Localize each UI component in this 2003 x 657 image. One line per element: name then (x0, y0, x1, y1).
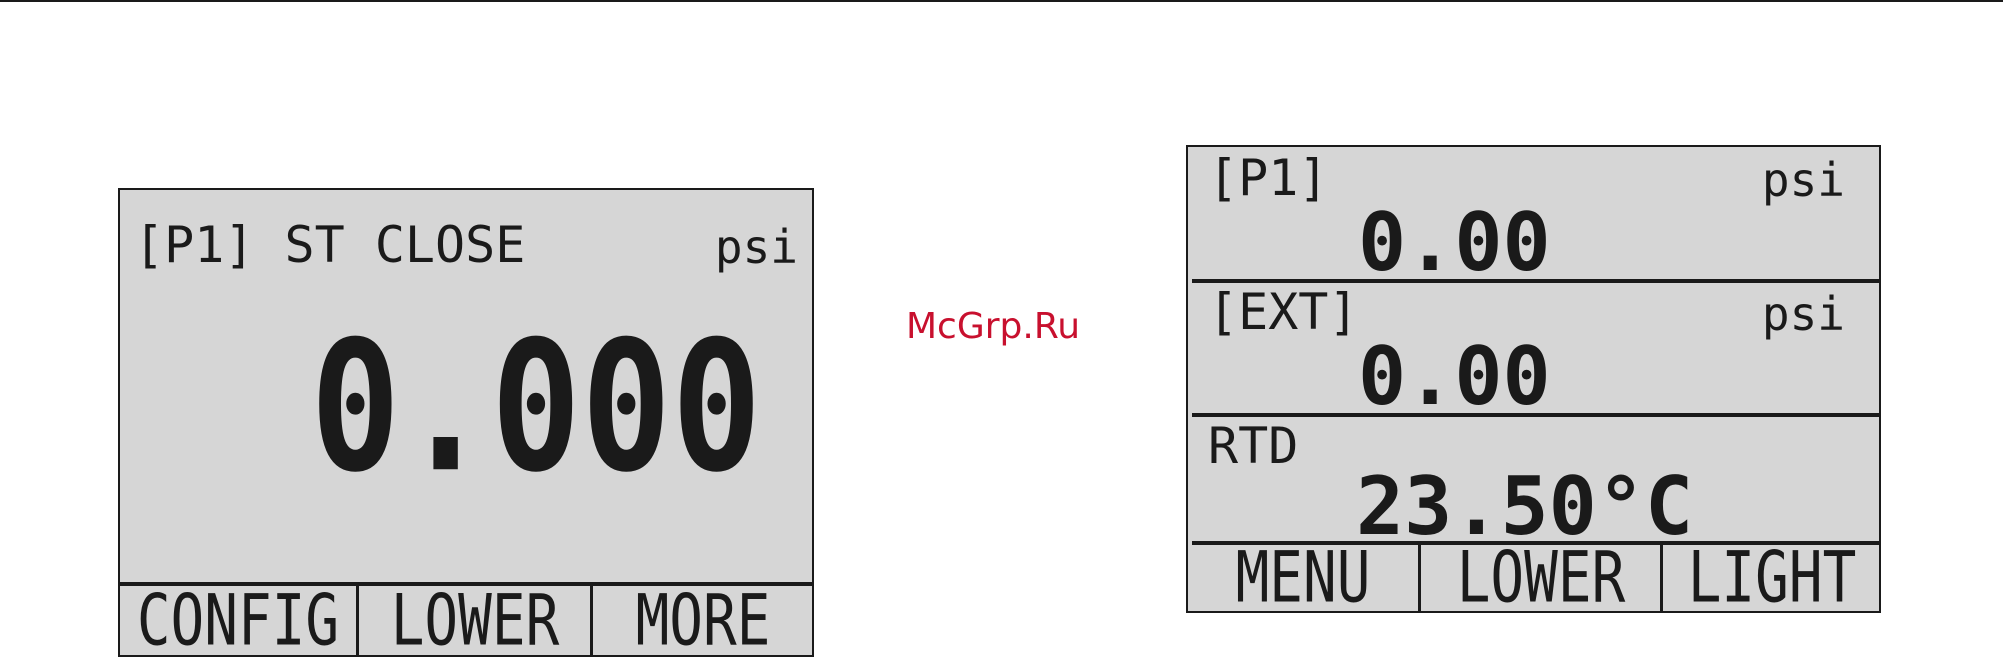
softkey-lower[interactable]: LOWER (1422, 539, 1660, 613)
lcd-display-single: [P1] ST CLOSE psi 0.000 CONFIG LOWER MOR… (118, 188, 814, 657)
softkey-separator (1660, 545, 1663, 613)
softkey-lower[interactable]: LOWER (360, 582, 590, 657)
softkey-separator (356, 586, 359, 656)
softkey-more[interactable]: MORE (594, 582, 812, 657)
display-unit-label: psi (715, 224, 798, 270)
watermark-text: McGrp.Ru (906, 306, 1080, 347)
main-reading-value: 0.000 (120, 318, 812, 498)
lcd-display-multi: [P1] psi 0.00 [EXT] psi 0.00 RTD 23.50°C… (1186, 145, 1881, 613)
row-value-p1: 0.00 (1358, 203, 1551, 283)
row-unit-p1: psi (1762, 157, 1845, 203)
row-label-p1: [P1] (1208, 153, 1328, 203)
softkey-separator (590, 586, 593, 656)
row-value-rtd: 23.50°C (1356, 467, 1693, 547)
softkey-menu[interactable]: MENU (1188, 539, 1418, 613)
display-header-label: [P1] ST CLOSE (134, 220, 525, 270)
softkey-separator (1418, 545, 1421, 613)
top-rule (0, 0, 2003, 2)
softkey-light[interactable]: LIGHT (1664, 539, 1880, 613)
row-label-rtd: RTD (1208, 421, 1298, 471)
row-label-ext: [EXT] (1208, 287, 1359, 337)
row-value-ext: 0.00 (1358, 337, 1551, 417)
softkey-config[interactable]: CONFIG (120, 582, 356, 657)
row-unit-ext: psi (1762, 291, 1845, 337)
